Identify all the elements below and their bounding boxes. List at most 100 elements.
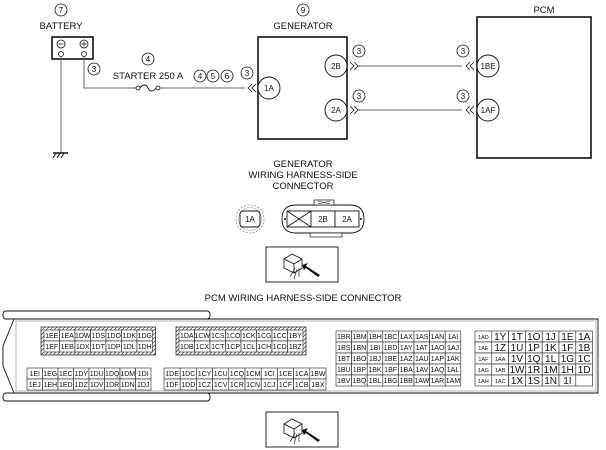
generator-connector-title-1: GENERATOR <box>273 159 332 170</box>
pin-label: 1AE <box>478 346 489 352</box>
pin-cell: 1CI <box>260 367 278 380</box>
pin-cell: 1AJ <box>444 341 462 354</box>
pin-label: 1BC <box>384 334 398 341</box>
pin-cell: 1R <box>525 363 543 376</box>
battery-body <box>51 36 94 60</box>
battery-positive-icon <box>79 39 89 49</box>
pin-cell: 1X <box>508 374 526 387</box>
pin-cell: 1Y <box>491 330 509 343</box>
pin-label: 1CG <box>257 333 271 340</box>
pin-cell: 1DY <box>73 367 90 380</box>
pin-label: 1BZ <box>289 344 303 351</box>
pin-label: 1Z <box>494 343 506 354</box>
pin-label: 1AZ <box>400 356 414 363</box>
pin-label: 1O <box>527 332 541 343</box>
pin-cell: 1AK <box>444 352 462 365</box>
pcm-connector-body <box>2 310 599 402</box>
pin-cell: 1DE <box>163 367 181 380</box>
generator-terminal-2a <box>324 98 348 122</box>
pin-cell: 1F <box>558 341 577 354</box>
pin-cell: 1DR <box>104 378 121 391</box>
connector-view-icon <box>265 246 339 283</box>
pin-label: 1T <box>511 332 523 343</box>
svg-text:1BE: 1BE <box>480 62 495 71</box>
pin-label: 1EC <box>59 371 73 378</box>
pin-label: 1DQ <box>105 371 120 378</box>
pin-cell: 1DS <box>90 329 107 342</box>
pin-label: 1DR <box>105 382 119 389</box>
pin-cell: 1DC <box>179 367 197 380</box>
pin-label: 1BU <box>337 367 351 374</box>
pin-label: 1DP <box>107 344 121 351</box>
pin-label: 1CS <box>211 333 225 340</box>
pin-label: 1X <box>511 376 524 387</box>
fuse-refs: 4 5 6 <box>193 69 234 83</box>
pin-cell: 1AL <box>444 363 462 376</box>
pin-cell: 1BN <box>351 341 368 354</box>
pin-cell: 1CQ <box>228 367 246 380</box>
pin-label: 1EA <box>61 333 75 340</box>
pcm-terminal-1be <box>476 54 500 78</box>
pin-cell: 1DF <box>163 378 181 391</box>
pin-cell: 1O <box>525 330 543 343</box>
pin-cell: 1AU <box>413 352 430 365</box>
pin-label: 1EH <box>43 382 57 389</box>
pin-label: 1BV <box>337 378 351 385</box>
pin-cell: 1BP <box>351 363 368 376</box>
generator-terminal-1a <box>257 76 281 100</box>
pin-cell: 1DX <box>74 340 91 353</box>
pin-cell: 1BC <box>382 330 399 343</box>
pin-cell: 1DW <box>74 329 91 342</box>
pin-cell: 1CJ <box>260 378 278 391</box>
pin-cell: 1BO <box>351 352 368 365</box>
pin-label: 1CH <box>257 344 271 351</box>
pin-cell: 1CO <box>225 329 242 342</box>
pin-label: 1P <box>528 343 541 354</box>
pin-label: 1AU <box>415 356 429 363</box>
pin-label: 1CK <box>242 333 256 340</box>
pin-cell: 1I <box>558 374 577 387</box>
pin-label: 1ED <box>59 382 73 389</box>
pin-label: 1BT <box>337 356 351 363</box>
pin-cell: 1AM <box>444 374 462 387</box>
pin-cell: 1EC <box>57 367 74 380</box>
fuse-label: STARTER 250 A <box>113 71 184 82</box>
pin-cell: 1CL <box>240 340 257 353</box>
pin-label: 1DD <box>181 382 195 389</box>
pin-label: 1CQ <box>230 371 245 378</box>
pin-label: 1W <box>510 365 526 376</box>
pin-cell: 1AQ <box>429 363 446 376</box>
pin-label: 1BR <box>337 334 351 341</box>
pin-cell: 1BA <box>398 363 415 376</box>
pin-cell: 1DN <box>119 378 136 391</box>
pin-cell <box>575 374 593 387</box>
pin-label: 1DN <box>121 382 135 389</box>
pin-label: 1EE <box>45 333 59 340</box>
pin-cell: 1BL <box>366 374 384 387</box>
pin-cell: 1CE <box>277 367 294 380</box>
pin-label: 1DB <box>180 344 194 351</box>
pin-label: 1AS <box>415 334 429 341</box>
pin-label: 1C <box>578 354 591 365</box>
generator-connector-title-3: CONNECTOR <box>272 181 333 192</box>
pin-cell: 1AA <box>491 352 509 365</box>
wire-spec-1be: 3 <box>461 47 466 56</box>
pin-label: 1AT <box>416 345 429 352</box>
pin-cell: 1CS <box>209 329 226 342</box>
pin-cell: 1EG <box>42 367 59 380</box>
pcm-body <box>476 16 592 159</box>
pin-cell: 1BY <box>287 329 304 342</box>
pin-cell: 1AY <box>398 341 415 354</box>
pin-label: 1K <box>544 343 557 354</box>
pin-label: 1CF <box>279 382 292 389</box>
pin-cell: 1AO <box>429 341 446 354</box>
pin-cell: 1EF <box>43 340 60 353</box>
pin-label: 1AD <box>478 335 489 341</box>
pin-label: 1DK <box>122 333 136 340</box>
pin-label: 1CT <box>211 344 225 351</box>
pin-label: 1CN <box>246 382 260 389</box>
wire-2b-to-1be: 3 3 <box>349 44 475 71</box>
wire-spec-1a: 3 <box>245 69 250 78</box>
pin-cell: 1BF <box>382 363 399 376</box>
pin-cell: 1BM <box>351 330 368 343</box>
